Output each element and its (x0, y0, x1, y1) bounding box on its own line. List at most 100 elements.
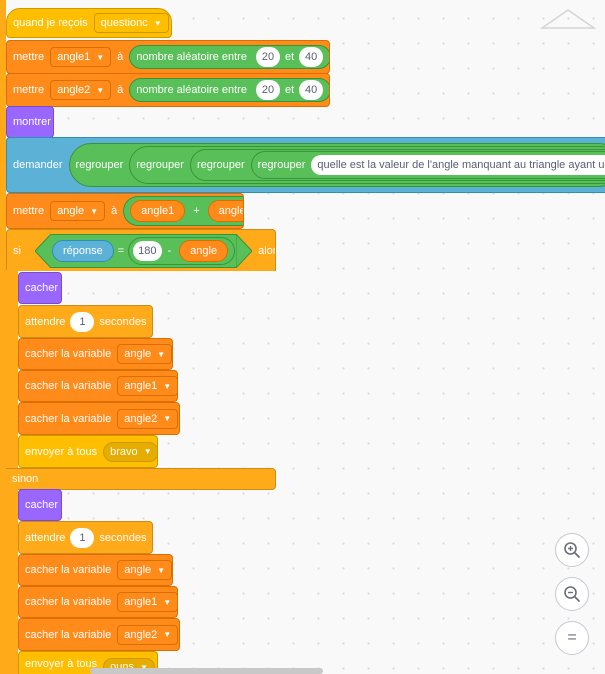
set-angle2-block[interactable]: mettre angle2▼ à nombre aléatoire entre … (6, 73, 330, 107)
then-label: alors (258, 244, 275, 257)
to-label: à (117, 51, 124, 63)
seconds-label: secondes (99, 315, 147, 328)
plus-label: + (193, 205, 200, 217)
hide-block[interactable]: cacher (18, 272, 62, 304)
message-dropdown[interactable]: bravo▼ (103, 441, 157, 462)
to-input[interactable]: 40 (299, 80, 324, 100)
angle2-reporter[interactable]: angle2 (207, 200, 243, 222)
hide-block[interactable]: cacher (18, 489, 62, 521)
if-else-block[interactable]: si réponse = 180 - angle alors (6, 229, 276, 271)
block-label: cacher (25, 282, 59, 294)
variable-dropdown[interactable]: angle▼ (117, 344, 172, 364)
hide-variable-block[interactable]: cacher la variable angle2▼ (18, 618, 180, 651)
else-label: sinon (12, 473, 39, 485)
hide-variable-block[interactable]: cacher la variable angle▼ (18, 554, 173, 586)
block-label: quand je reçois (13, 17, 88, 29)
variable-dropdown[interactable]: angle1▼ (50, 47, 112, 67)
hexagon-right-cap-icon (236, 233, 253, 268)
wait-block[interactable]: attendre 1 secondes (18, 521, 153, 554)
dropdown-arrow-icon: ▼ (153, 18, 162, 28)
zoom-out-button[interactable] (555, 577, 589, 611)
dropdown-arrow-icon: ▼ (96, 85, 105, 95)
variable-dropdown[interactable]: angle▼ (117, 560, 172, 580)
join-label: regrouper (196, 159, 245, 171)
variable-dropdown[interactable]: angle2▼ (117, 624, 179, 645)
to-label: à (111, 205, 118, 217)
block-label: cacher (25, 499, 59, 511)
block-label: cacher la variable (25, 412, 112, 425)
and-label: et (284, 51, 295, 63)
zoom-reset-icon: = (567, 629, 577, 646)
block-label: attendre (25, 315, 66, 328)
join-reporter[interactable]: regrouper regrouper regrouper quelle est… (129, 146, 605, 184)
equals-label: = (117, 244, 125, 257)
horizontal-scrollbar[interactable] (90, 668, 323, 674)
block-label: attendre (25, 531, 66, 544)
wait-block[interactable]: attendre 1 secondes (18, 305, 153, 338)
if-label: si (13, 244, 21, 257)
from-input[interactable]: 20 (255, 47, 280, 67)
dropdown-arrow-icon: ▼ (143, 447, 152, 456)
block-label: montrer (13, 116, 51, 128)
random-reporter[interactable]: nombre aléatoire entre 20 et 40 (129, 45, 329, 69)
seconds-input[interactable]: 1 (70, 311, 95, 332)
question-text-input[interactable]: quelle est la valeur de l'angle manquant… (311, 155, 605, 175)
hide-variable-block[interactable]: cacher la variable angle2▼ (18, 402, 180, 435)
variable-dropdown[interactable]: angle2▼ (50, 80, 112, 100)
else-bar: sinon (6, 468, 276, 490)
block-label: cacher la variable (25, 596, 112, 608)
join-reporter[interactable]: regrouper regrouper regrouper regrouper … (68, 143, 605, 187)
add-reporter[interactable]: angle1 + angle2 (123, 196, 243, 226)
set-angle1-block[interactable]: mettre angle1▼ à nombre aléatoire entre … (6, 40, 330, 74)
angle1-reporter[interactable]: angle1 (130, 200, 186, 222)
zoom-in-icon (564, 542, 580, 558)
ask-block[interactable]: demander regrouper regrouper regrouper r… (6, 137, 605, 193)
block-label: mettre (13, 84, 45, 96)
block-label: mettre (13, 205, 45, 217)
value-input[interactable]: 180 (133, 240, 162, 261)
angle-reporter[interactable]: angle (179, 239, 229, 262)
block-label: mettre (13, 51, 45, 63)
variable-dropdown[interactable]: angle▼ (50, 201, 106, 221)
equals-operator[interactable]: réponse = 180 - angle (49, 233, 238, 268)
dropdown-arrow-icon: ▼ (163, 414, 172, 423)
if-arm (6, 270, 18, 468)
hide-variable-block[interactable]: cacher la variable angle1▼ (18, 370, 178, 402)
join-reporter[interactable]: regrouper quelle est la valeur de l'angl… (250, 151, 605, 179)
variable-dropdown[interactable]: angle1▼ (117, 376, 177, 396)
from-input[interactable]: 20 (255, 80, 280, 100)
seconds-input[interactable]: 1 (70, 527, 95, 548)
else-arm (6, 489, 18, 674)
script-left-edge (0, 0, 6, 674)
reporter-label: nombre aléatoire entre (136, 84, 247, 96)
dropdown-arrow-icon: ▼ (140, 662, 148, 672)
to-input[interactable]: 40 (299, 47, 324, 67)
stage-collapse-icon[interactable] (540, 8, 596, 30)
and-label: et (284, 84, 295, 96)
hexagon-left-cap-icon (34, 233, 51, 268)
minus-label: - (167, 244, 172, 257)
hide-variable-block[interactable]: cacher la variable angle1▼ (18, 586, 178, 618)
block-label: demander (13, 159, 63, 171)
message-dropdown[interactable]: questionc▼ (93, 13, 169, 33)
random-reporter[interactable]: nombre aléatoire entre 20 et 40 (129, 78, 329, 102)
dropdown-arrow-icon: ▼ (163, 597, 172, 607)
show-block[interactable]: montrer (6, 106, 54, 138)
variable-dropdown[interactable]: angle2▼ (117, 408, 179, 429)
variable-dropdown[interactable]: angle1▼ (117, 592, 177, 612)
dropdown-arrow-icon: ▼ (157, 565, 166, 575)
block-label: cacher la variable (25, 380, 112, 392)
subtract-reporter[interactable]: 180 - angle (128, 236, 236, 265)
answer-reporter[interactable]: réponse (51, 239, 114, 262)
set-angle-block[interactable]: mettre angle▼ à angle1 + angle2 (6, 193, 244, 229)
zoom-in-button[interactable] (555, 533, 589, 567)
seconds-label: secondes (99, 531, 147, 544)
when-i-receive-hat-block[interactable]: quand je reçois questionc▼ (6, 8, 172, 38)
zoom-reset-button[interactable]: = (555, 621, 589, 655)
join-reporter[interactable]: regrouper regrouper quelle est la valeur… (189, 149, 605, 181)
dropdown-arrow-icon: ▼ (163, 630, 172, 639)
join-label: regrouper (257, 159, 306, 171)
broadcast-block[interactable]: envoyer à tous bravo▼ (18, 435, 158, 468)
zoom-out-icon (564, 586, 580, 602)
hide-variable-block[interactable]: cacher la variable angle▼ (18, 338, 173, 370)
